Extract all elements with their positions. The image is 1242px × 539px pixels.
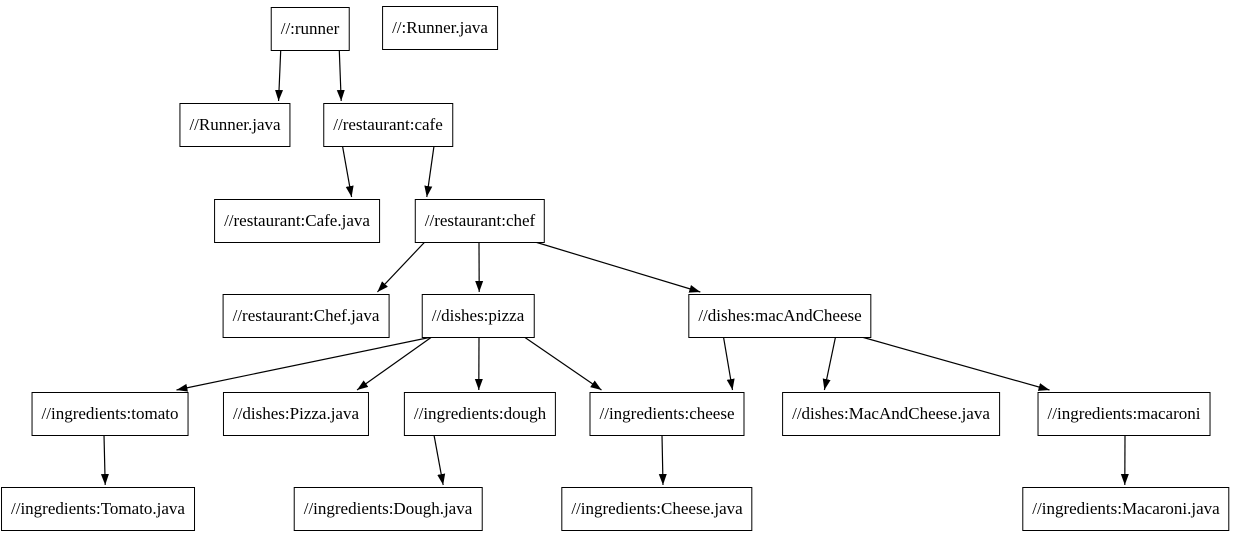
graph-node-runner: //:runner <box>270 7 350 51</box>
graph-node-cafe-java: //restaurant:Cafe.java <box>214 199 380 243</box>
edge-chef-to-mac-and-cheese <box>535 241 701 293</box>
edge-cafe-to-cafe-java <box>341 145 354 198</box>
graph-node-chef-java: //restaurant:Chef.java <box>222 294 390 338</box>
graph-node-runner-java: //Runner.java <box>179 103 291 147</box>
edge-runner-to-cafe <box>336 49 345 102</box>
graph-node-pizza-java: //dishes:Pizza.java <box>222 392 370 436</box>
graph-node-tomato: //ingredients:tomato <box>31 392 189 436</box>
graph-node-mac-and-cheese-java: //dishes:MacAndCheese.java <box>782 392 1000 436</box>
graph-node-cheese-java: //ingredients:Cheese.java <box>561 487 753 531</box>
graph-node-tomato-java: //ingredients:Tomato.java <box>1 487 195 531</box>
graph-node-root-runner-java: //:Runner.java <box>382 6 498 50</box>
edge-runner-to-runner-java <box>275 49 284 102</box>
edge-dough-to-dough-java <box>433 434 446 486</box>
edge-mac-and-cheese-to-macaroni <box>861 336 1050 391</box>
edge-tomato-to-tomato-java <box>100 434 109 486</box>
graph-node-macaroni-java: //ingredients:Macaroni.java <box>1022 487 1230 531</box>
edge-mac-and-cheese-to-mac-and-cheese-java <box>822 336 837 391</box>
graph-node-pizza: //dishes:pizza <box>421 294 535 338</box>
edge-cheese-to-cheese-java <box>658 434 667 486</box>
edge-cafe-to-chef <box>424 145 435 198</box>
graph-node-chef: //restaurant:chef <box>414 199 546 243</box>
graph-node-macaroni: //ingredients:macaroni <box>1037 392 1211 436</box>
edge-pizza-to-cheese <box>523 336 602 391</box>
graph-node-dough-java: //ingredients:Dough.java <box>293 487 483 531</box>
graph-node-cafe: //restaurant:cafe <box>323 103 453 147</box>
edge-pizza-to-pizza-java <box>356 336 433 391</box>
edge-pizza-to-tomato <box>176 336 432 392</box>
edge-mac-and-cheese-to-cheese <box>722 336 735 391</box>
graph-node-dough: //ingredients:dough <box>403 392 557 436</box>
graph-node-cheese: //ingredients:cheese <box>589 392 745 436</box>
graph-node-mac-and-cheese: //dishes:macAndCheese <box>688 294 872 338</box>
edge-chef-to-chef-java <box>376 241 426 293</box>
